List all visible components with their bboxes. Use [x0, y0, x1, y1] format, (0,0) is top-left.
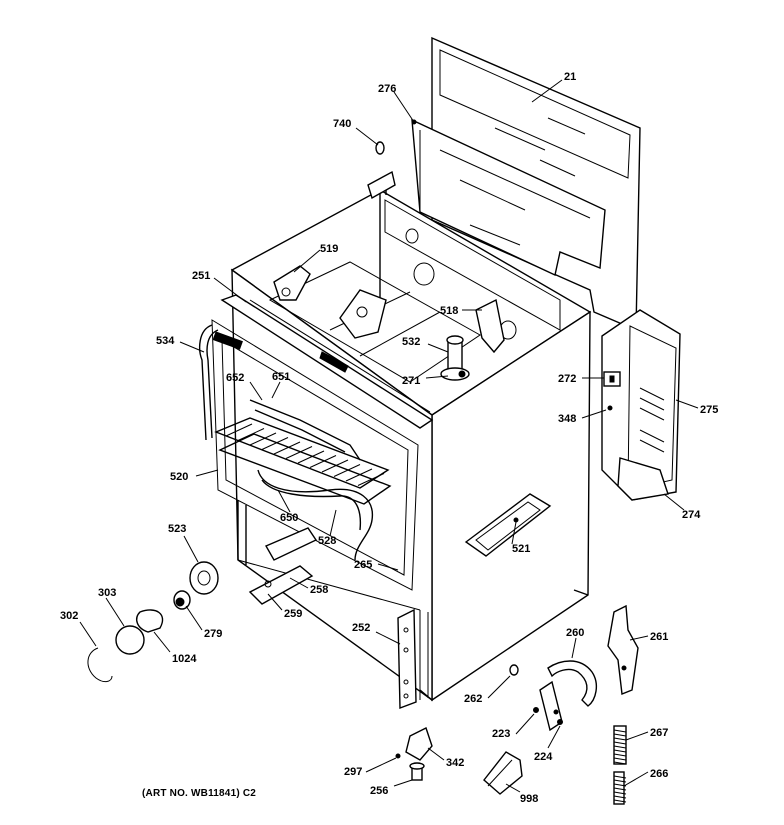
rack-wire	[273, 441, 301, 455]
label-274: 274	[682, 509, 701, 521]
spring-coil	[613, 753, 627, 757]
rack-wire	[345, 468, 373, 482]
label-267: 267	[650, 727, 668, 739]
label-523: 523	[168, 523, 186, 535]
spring-coil	[613, 749, 627, 753]
label-652: 652	[226, 372, 244, 384]
spring-coil	[613, 737, 627, 741]
label-223: 223	[492, 728, 510, 740]
label-21: 21	[564, 71, 576, 83]
door-hinge-260	[539, 660, 598, 732]
rack-wire	[285, 446, 313, 459]
hinge-springs	[613, 725, 627, 805]
rack-wire	[333, 464, 361, 477]
part-number-labels: 21 276 740 519 251 518 534 532 652 651 2…	[60, 71, 718, 805]
rack-wire	[309, 455, 337, 468]
broil-element	[249, 399, 361, 461]
bracket-518	[475, 298, 505, 354]
label-224: 224	[534, 751, 553, 763]
label-259: 259	[284, 608, 302, 620]
spring-coil	[613, 799, 627, 803]
label-342: 342	[446, 757, 464, 769]
broiler-bracket	[248, 527, 318, 605]
label-276: 276	[378, 83, 396, 95]
leader-lines	[79, 79, 699, 793]
oven-body	[211, 170, 592, 702]
label-521: 521	[512, 543, 530, 555]
spring-coil	[613, 795, 627, 799]
label-520: 520	[170, 471, 188, 483]
bracket-519	[273, 265, 311, 301]
door-gasket	[199, 324, 243, 441]
spring-coil	[613, 741, 627, 745]
hinge-arm-998	[483, 751, 523, 795]
label-260: 260	[566, 627, 584, 639]
rack-wire	[237, 428, 265, 441]
bake-element	[257, 469, 374, 561]
label-528: 528	[318, 535, 336, 547]
rack-wire	[225, 423, 253, 437]
label-534: 534	[156, 335, 175, 347]
door-hinge-261	[607, 604, 639, 695]
rack-wire	[357, 473, 385, 486]
label-275: 275	[700, 404, 718, 416]
hinge-support-252	[397, 608, 417, 710]
rack-wire	[249, 432, 277, 446]
spring-coil	[613, 775, 627, 779]
label-266: 266	[650, 768, 668, 780]
art-number-caption: (ART NO. WB11841) C2	[142, 788, 257, 799]
spring-coil	[613, 757, 627, 761]
label-519: 519	[320, 243, 338, 255]
label-271: 271	[402, 375, 420, 387]
label-1024: 1024	[172, 653, 197, 665]
label-998: 998	[520, 793, 538, 805]
hinge-receiver-parts	[395, 727, 433, 781]
valve-assembly	[440, 335, 470, 381]
spring-coil	[613, 729, 627, 733]
label-302: 302	[60, 610, 78, 622]
label-650: 650	[280, 512, 298, 524]
label-651: 651	[272, 371, 290, 383]
spring-coil	[613, 745, 627, 749]
label-518: 518	[440, 305, 458, 317]
spring-coil	[613, 733, 627, 737]
label-279: 279	[204, 628, 222, 640]
side-panel-vent	[464, 493, 552, 557]
oven-rack	[214, 417, 392, 505]
label-261: 261	[650, 631, 668, 643]
label-251: 251	[192, 270, 210, 282]
label-256: 256	[370, 785, 388, 797]
label-532: 532	[402, 336, 420, 348]
right-control-box	[601, 309, 681, 501]
label-262: 262	[464, 693, 482, 705]
label-265: 265	[354, 559, 372, 571]
spring-coil	[613, 761, 627, 765]
label-297: 297	[344, 766, 362, 778]
spring-coil	[613, 791, 627, 795]
spring-coil	[613, 779, 627, 783]
rack-wire	[297, 450, 325, 464]
label-252: 252	[352, 622, 370, 634]
rack-wire	[321, 459, 349, 473]
spring-coil	[613, 787, 627, 791]
label-258: 258	[310, 584, 328, 596]
label-348: 348	[558, 413, 576, 425]
lamp-assembly	[87, 561, 219, 683]
label-303: 303	[98, 587, 116, 599]
small-fasteners	[509, 664, 563, 725]
rack-wire	[261, 437, 289, 450]
label-740: 740	[333, 118, 351, 130]
label-272: 272	[558, 373, 576, 385]
